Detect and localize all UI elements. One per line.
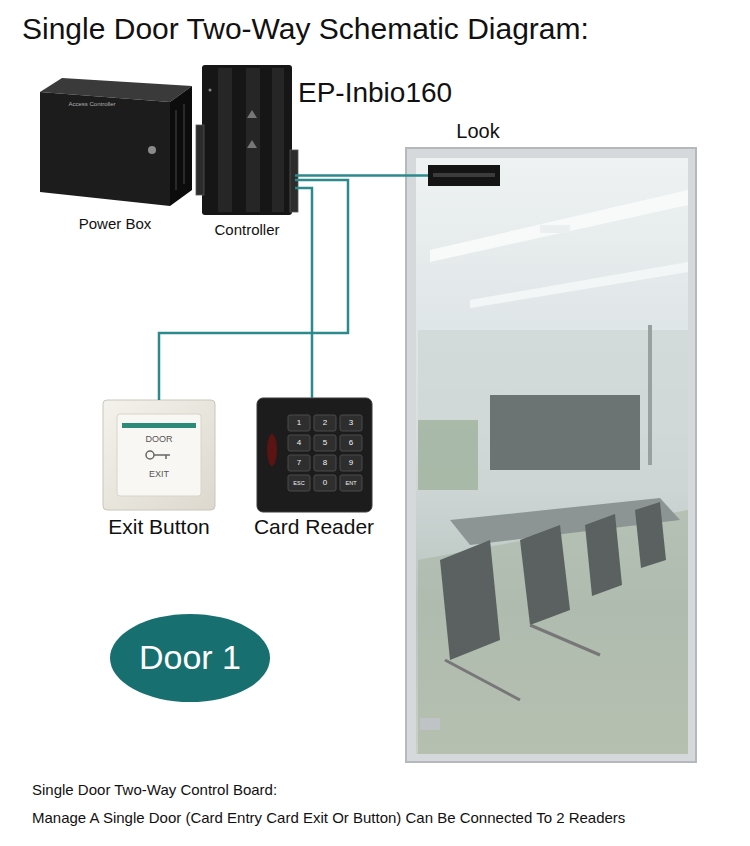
controller-body	[202, 65, 292, 215]
controller-ridge	[218, 68, 232, 212]
reader-key	[314, 455, 336, 471]
lock-body	[428, 165, 500, 186]
plant	[418, 420, 478, 490]
key-label: 8	[323, 458, 327, 467]
key-icon	[165, 455, 167, 459]
chair	[585, 514, 622, 596]
controller-icon	[247, 140, 257, 148]
controller-ridge	[246, 68, 260, 212]
power-box-illustration	[40, 78, 192, 206]
terminal-block	[196, 125, 204, 195]
node-label: Exit Button	[108, 515, 210, 539]
node-label: Card Reader	[254, 515, 374, 539]
key-label: 1	[297, 418, 301, 427]
box-front	[40, 92, 170, 206]
glass-door-illustration	[406, 148, 696, 762]
door-frame	[406, 148, 696, 762]
reader-key	[314, 475, 336, 491]
button-face	[117, 414, 201, 496]
card-reader-illustration	[257, 398, 372, 512]
badge-ellipse	[110, 614, 270, 702]
panel-text: Access Controller	[68, 101, 115, 108]
diagram-title: Single Door Two-Way Schematic Diagram:	[22, 12, 589, 47]
door-badge: Door 1	[110, 614, 270, 702]
chair	[635, 502, 666, 568]
card-reader: Card Reader	[257, 398, 372, 512]
reader-key	[288, 455, 310, 471]
key-label: 9	[349, 458, 353, 467]
key-label: 2	[323, 418, 327, 427]
exit-button-illustration	[103, 400, 215, 510]
key-label: 3	[349, 418, 353, 427]
chair-leg	[445, 660, 520, 700]
reader-key	[288, 435, 310, 451]
box-keyhole	[148, 146, 156, 154]
door-handle	[648, 325, 652, 465]
controller-icon	[247, 110, 257, 118]
reader-key	[314, 415, 336, 431]
button-indicator	[122, 423, 196, 428]
controller: EP-Inbio160Controller	[200, 65, 295, 215]
key-label: ENT	[346, 480, 357, 486]
chair	[440, 540, 500, 660]
wall-screen	[490, 395, 640, 470]
chair-leg	[530, 625, 600, 655]
badge-ellipse	[110, 614, 270, 702]
node-label: Look	[456, 120, 499, 143]
button-plate	[103, 400, 215, 510]
key-icon	[146, 451, 154, 459]
magnetic-lock: Look	[428, 165, 500, 186]
node-label: Controller	[214, 221, 279, 238]
reader-led	[267, 434, 277, 466]
key-label: 0	[323, 478, 327, 487]
key-label: 5	[323, 438, 327, 447]
power-box: Power Box	[38, 78, 193, 208]
key-label: 7	[297, 458, 301, 467]
lock-stripe	[433, 173, 495, 177]
model-name: EP-Inbio160	[298, 77, 452, 109]
door-hinge	[420, 718, 440, 730]
room-wall	[418, 330, 688, 490]
reader-key	[314, 435, 336, 451]
reader-key	[288, 415, 310, 431]
wire-connector	[295, 188, 312, 398]
box-side	[170, 86, 192, 206]
box-vents	[183, 104, 185, 184]
magnetic-lock-illustration	[428, 165, 500, 186]
ceiling-light	[430, 190, 688, 262]
diagram-caption: Single Door Two-Way Control Board:	[32, 781, 277, 798]
reader-key	[340, 455, 362, 471]
button-text: EXIT	[149, 469, 169, 479]
reader-key	[340, 415, 362, 431]
caption-note: Manage A Single Door (Card Entry Card Ex…	[32, 809, 625, 826]
wire-connector	[159, 180, 348, 400]
button-text: DOOR	[146, 434, 173, 444]
controller-ridge	[272, 68, 284, 212]
reader-body	[257, 398, 372, 512]
chair	[520, 525, 570, 625]
key-icon	[154, 454, 170, 456]
badge-text: Door 1	[139, 638, 241, 677]
key-label: ESC	[293, 480, 304, 486]
controller-illustration	[196, 65, 298, 215]
key-label: 4	[297, 438, 301, 447]
wire-connector	[295, 174, 428, 177]
ceiling-fixture	[540, 225, 570, 233]
ceiling-light	[470, 262, 688, 308]
exit-button: Exit Button	[103, 400, 215, 510]
reader-key	[340, 475, 362, 491]
controller-led	[209, 89, 212, 92]
reader-key	[340, 435, 362, 451]
door-glass	[416, 158, 688, 754]
node-label: Power Box	[79, 215, 152, 232]
box-vents	[175, 110, 177, 190]
reader-key	[288, 475, 310, 491]
key-label: 6	[349, 438, 353, 447]
